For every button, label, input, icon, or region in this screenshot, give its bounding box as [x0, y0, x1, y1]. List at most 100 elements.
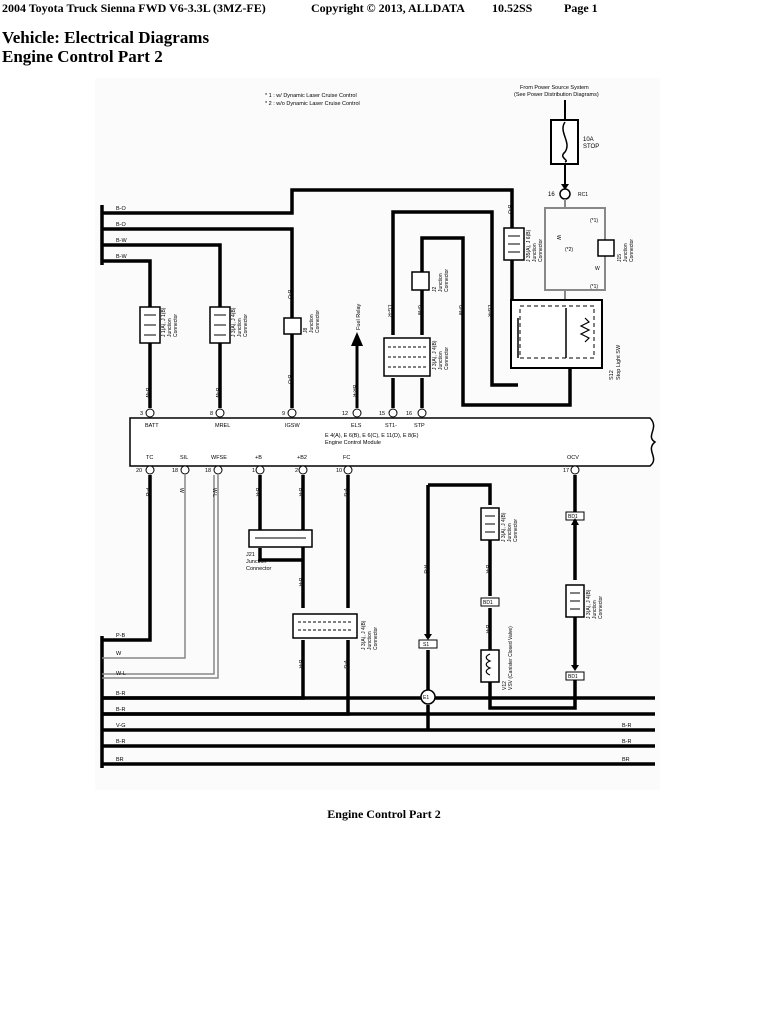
svg-text:J 35(A), J 6(B): J 35(A), J 6(B): [526, 229, 532, 262]
svg-text:Connector: Connector: [373, 627, 379, 650]
svg-text:V-G: V-G: [342, 488, 348, 497]
junction-connector-j1: J 1(A), J 1(B) Junction Connector: [139, 306, 179, 344]
ecm-pin-num-mrel: 8: [210, 411, 213, 417]
ecm-pin-num-ocv: 17: [563, 468, 569, 474]
ecm-pin-stp: STP: [414, 423, 425, 429]
ecm-pin-num-fc: 10: [336, 468, 342, 474]
svg-text:J 3(A), J 4(B): J 3(A), J 4(B): [231, 307, 237, 337]
svg-text:B-R: B-R: [484, 565, 490, 574]
fuse-icon: [562, 121, 568, 163]
fuel-relay-label: Fuel Relay: [356, 303, 362, 330]
svg-text:Connector: Connector: [513, 519, 519, 542]
junction-connector-j3-stp: J 3(A), J 4(B) Junction Connector: [383, 337, 450, 377]
svg-text:Junction: Junction: [438, 351, 444, 370]
diagram-note-2: * 2 : w/o Dynamic Laser Cruise Control: [265, 101, 360, 107]
svg-text:Connector: Connector: [538, 239, 544, 262]
left-wire-labels: B-O B-O B-W B-W P-B W W-L B-R B-R V-G B-…: [116, 206, 128, 763]
svg-text:J21: J21: [246, 552, 255, 558]
svg-text:B-O: B-O: [506, 205, 512, 214]
ecm-pin-num-b: 1: [252, 468, 255, 474]
svg-text:B-R: B-R: [116, 739, 126, 745]
svg-text:Junction: Junction: [592, 600, 598, 619]
stop-light-switch-s12: S12 Stop Light SW: [510, 299, 622, 380]
svg-text:B-R: B-R: [116, 691, 126, 697]
svg-text:P-B: P-B: [116, 633, 126, 639]
svg-text:V12: V12: [502, 681, 508, 690]
svg-text:BR: BR: [116, 757, 124, 763]
svg-text:B-W: B-W: [116, 254, 128, 260]
junction-connector-j8: J8 Junction Connector: [283, 310, 321, 335]
ecm-pin-b2: +B2: [297, 455, 307, 461]
ecm-pin-ocv: OCV: [567, 455, 579, 461]
svg-text:B-W: B-W: [214, 388, 220, 398]
svg-text:Stop Light SW: Stop Light SW: [616, 344, 622, 380]
svg-text:B-R: B-R: [484, 625, 490, 634]
vertical-wire-labels: B-W B-W B-O B-O BR-R LG-R G-W G-W LG-R B…: [144, 205, 600, 669]
svg-text:J2: J2: [432, 287, 438, 293]
header-copyright: Copyright © 2013, ALLDATA: [311, 1, 465, 15]
svg-text:V-G: V-G: [116, 723, 125, 729]
svg-text:V-G: V-G: [342, 660, 348, 669]
ecm-pin-mrel: MREL: [215, 423, 230, 429]
svg-text:B-O: B-O: [286, 375, 292, 384]
svg-text:J8: J8: [303, 328, 309, 334]
ecm-pin-num-wfse: 18: [205, 468, 211, 474]
header-vehicle-model: 2004 Toyota Truck Sienna FWD V6-3.3L (3M…: [2, 1, 266, 15]
svg-text:B-R: B-R: [297, 488, 303, 497]
svg-text:B-R: B-R: [297, 660, 303, 669]
note-star-1: (*1): [590, 218, 598, 224]
svg-text:G-W: G-W: [457, 305, 463, 316]
svg-text:B-R: B-R: [622, 723, 632, 729]
wire-b-o-top: [102, 188, 514, 228]
svg-text:Connector: Connector: [629, 239, 635, 262]
svg-text:LG-R: LG-R: [386, 305, 392, 317]
svg-text:J 3(A), J 4(B): J 3(A), J 4(B): [586, 589, 592, 619]
ecm-pin-num-els: 12: [342, 411, 348, 417]
svg-text:Connector: Connector: [243, 314, 249, 337]
diagram-note-1: * 1 : w/ Dynamic Laser Cruise Control: [265, 93, 357, 99]
svg-text:Junction: Junction: [507, 523, 513, 542]
vsv-canister-closed-valve: V12 VSV (Canister Closed Valve): [480, 626, 514, 690]
ecm-pin-wfse: WFSE: [211, 455, 227, 461]
svg-text:BD1: BD1: [568, 674, 578, 680]
svg-text:B-O: B-O: [116, 222, 127, 228]
svg-text:Connector: Connector: [173, 314, 179, 337]
svg-text:B-W: B-W: [116, 238, 128, 244]
ecm-pin-st1: ST1-: [385, 423, 397, 429]
svg-text:Junction: Junction: [367, 631, 373, 650]
junction-connector-j35: J 35(A), J 6(B) Junction Connector: [503, 227, 544, 262]
svg-text:S1: S1: [423, 642, 429, 648]
fuse-rating: 10A: [583, 137, 594, 143]
svg-text:Connector: Connector: [444, 269, 450, 292]
ecm-pin-num-sil: 18: [172, 468, 178, 474]
svg-text:Junction: Junction: [246, 559, 267, 565]
ecm-pin-b: +B: [255, 455, 262, 461]
ecm-pin-tc: TC: [146, 455, 153, 461]
junction-connector-j3: J 3(A), J 4(B) Junction Connector: [209, 306, 249, 344]
junction-connector-j2: J2 Junction Connector: [411, 269, 450, 293]
ecm-pin-num-batt: 3: [140, 411, 143, 417]
svg-text:Junction: Junction: [237, 318, 243, 337]
svg-text:J 3(A), J 4(B): J 3(A), J 4(B): [361, 620, 367, 650]
svg-text:E1: E1: [423, 695, 429, 701]
svg-text:RC1: RC1: [578, 192, 588, 198]
svg-text:B-W: B-W: [144, 388, 150, 398]
svg-text:B-R: B-R: [116, 707, 126, 713]
svg-text:B-O: B-O: [286, 290, 292, 299]
ecm-pin-igsw: IGSW: [285, 423, 300, 429]
ecm-connector-ids: E 4(A), E 6(B), E 6(C), E 11(D), E 8(E): [325, 433, 419, 439]
svg-text:BR: BR: [622, 757, 630, 763]
header-page-number: Page 1: [564, 1, 598, 15]
svg-text:BD1: BD1: [568, 514, 578, 520]
wire-b-o-2: [102, 227, 294, 318]
svg-text:R-B: R-B: [422, 565, 428, 574]
svg-text:Junction: Junction: [438, 273, 444, 292]
svg-text:Connector: Connector: [315, 310, 321, 333]
wire-b-w-1: [102, 243, 222, 307]
note-star-3: (*2): [565, 247, 573, 253]
svg-text:J 3(A), J 4(B): J 3(A), J 4(B): [432, 340, 438, 370]
ecm-pin-num-tc: 20: [136, 468, 142, 474]
engine-control-module: E 4(A), E 6(B), E 6(C), E 11(D), E 8(E) …: [129, 417, 657, 467]
svg-text:B-O: B-O: [116, 206, 127, 212]
